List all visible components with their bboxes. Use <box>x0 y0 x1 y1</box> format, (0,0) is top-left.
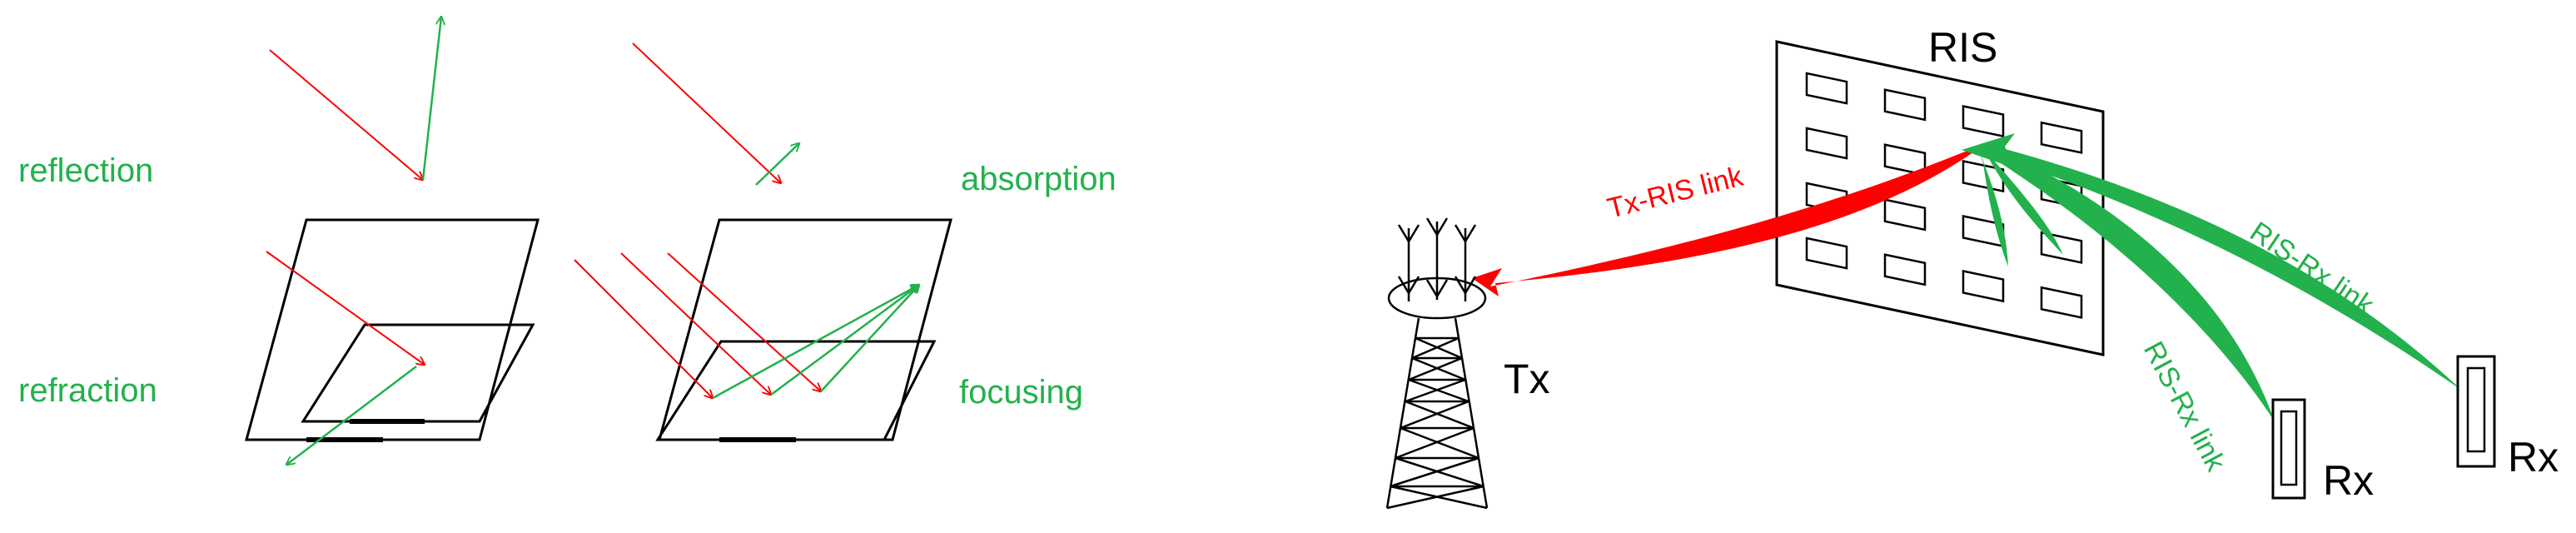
absorption-surface <box>658 218 952 441</box>
reflection-illustration: reflection <box>18 17 540 442</box>
absorption-illustration: absorption <box>632 42 1116 442</box>
ris-rx-link-label-near: RIS-Rx link <box>2137 336 2232 477</box>
focusing-focused-ray-1 <box>712 285 919 400</box>
focusing-focused-ray-3 <box>820 285 919 392</box>
antenna-icon <box>1397 224 1420 244</box>
ris-surface <box>1775 40 2105 356</box>
rx-device-far: Rx <box>2456 355 2559 481</box>
focusing-focused-ray-2 <box>770 285 919 396</box>
absorption-label: absorption <box>961 161 1116 197</box>
right-panel: RIS Tx-RIS link RIS-Rx link RIS-Rx link <box>1385 24 2559 510</box>
absorption-incident-ray <box>632 42 781 183</box>
phone-icon <box>2271 398 2306 500</box>
ris-panel: RIS <box>1775 24 2105 356</box>
absorption-residual-ray <box>755 143 799 186</box>
refraction-label: refraction <box>18 372 157 409</box>
phone-screen <box>2280 410 2298 486</box>
ris-element <box>1805 127 1848 160</box>
ris-rx-beams <box>1962 133 2461 421</box>
rx-device-near: Rx <box>2271 398 2374 504</box>
ris-element <box>1883 88 1927 122</box>
focusing-surface <box>655 340 937 441</box>
focusing-incident-ray-3 <box>667 252 821 391</box>
antenna-icon <box>1425 217 1449 237</box>
ris-element <box>2040 286 2083 319</box>
ris-element <box>1883 253 1927 286</box>
rx-label-near: Rx <box>2323 457 2374 504</box>
ris-element <box>2040 121 2083 154</box>
antenna-icon <box>1397 276 1420 296</box>
rx-label-far: Rx <box>2508 434 2559 481</box>
left-panel: reflection absorption refraction <box>18 17 1116 465</box>
phone-screen <box>2466 366 2486 453</box>
antenna-icon <box>1425 279 1449 299</box>
tower-bracing <box>1386 336 1488 510</box>
ris-rx-beam-short-1 <box>1982 147 2063 255</box>
focusing-label: focusing <box>959 374 1083 411</box>
tower-leg-left <box>1385 317 1420 509</box>
antenna-icon <box>1454 224 1477 244</box>
tower-leg-right <box>1454 317 1489 509</box>
reflection-reflected-ray <box>421 17 441 181</box>
ris-element-grid <box>1805 72 2083 319</box>
ris-rx-beam-short-2 <box>1978 148 2008 266</box>
ris-element <box>1962 104 2005 138</box>
ris-element <box>1962 159 2005 193</box>
refraction-incident-ray <box>266 251 425 365</box>
antenna-icon <box>1454 276 1477 296</box>
reflection-surface <box>245 218 540 441</box>
focusing-illustration: focusing <box>574 252 1083 442</box>
refraction-refracted-ray <box>286 366 417 465</box>
reflection-incident-ray <box>269 49 423 180</box>
refraction-illustration: refraction <box>18 251 535 465</box>
ris-element <box>1962 269 2005 303</box>
reflection-label: reflection <box>18 152 153 189</box>
focusing-incident-ray-2 <box>620 252 771 395</box>
ris-rx-beam-arrowhead <box>1962 133 2015 168</box>
phone-icon <box>2456 355 2496 468</box>
refraction-surface <box>301 323 535 423</box>
tx-ris-link-label: Tx-RIS link <box>1604 160 1747 224</box>
ris-label: RIS <box>1928 24 1997 71</box>
ris-element <box>2040 231 2083 264</box>
ris-element <box>1805 237 1848 270</box>
ris-rx-beam-near <box>1990 145 2275 421</box>
tx-label: Tx <box>1504 356 1550 402</box>
ris-element <box>1805 72 1848 105</box>
tower-platform <box>1387 276 1487 320</box>
focusing-incident-ray-1 <box>574 259 713 398</box>
tx-tower <box>1385 217 1489 510</box>
ris-element <box>1883 198 1927 232</box>
